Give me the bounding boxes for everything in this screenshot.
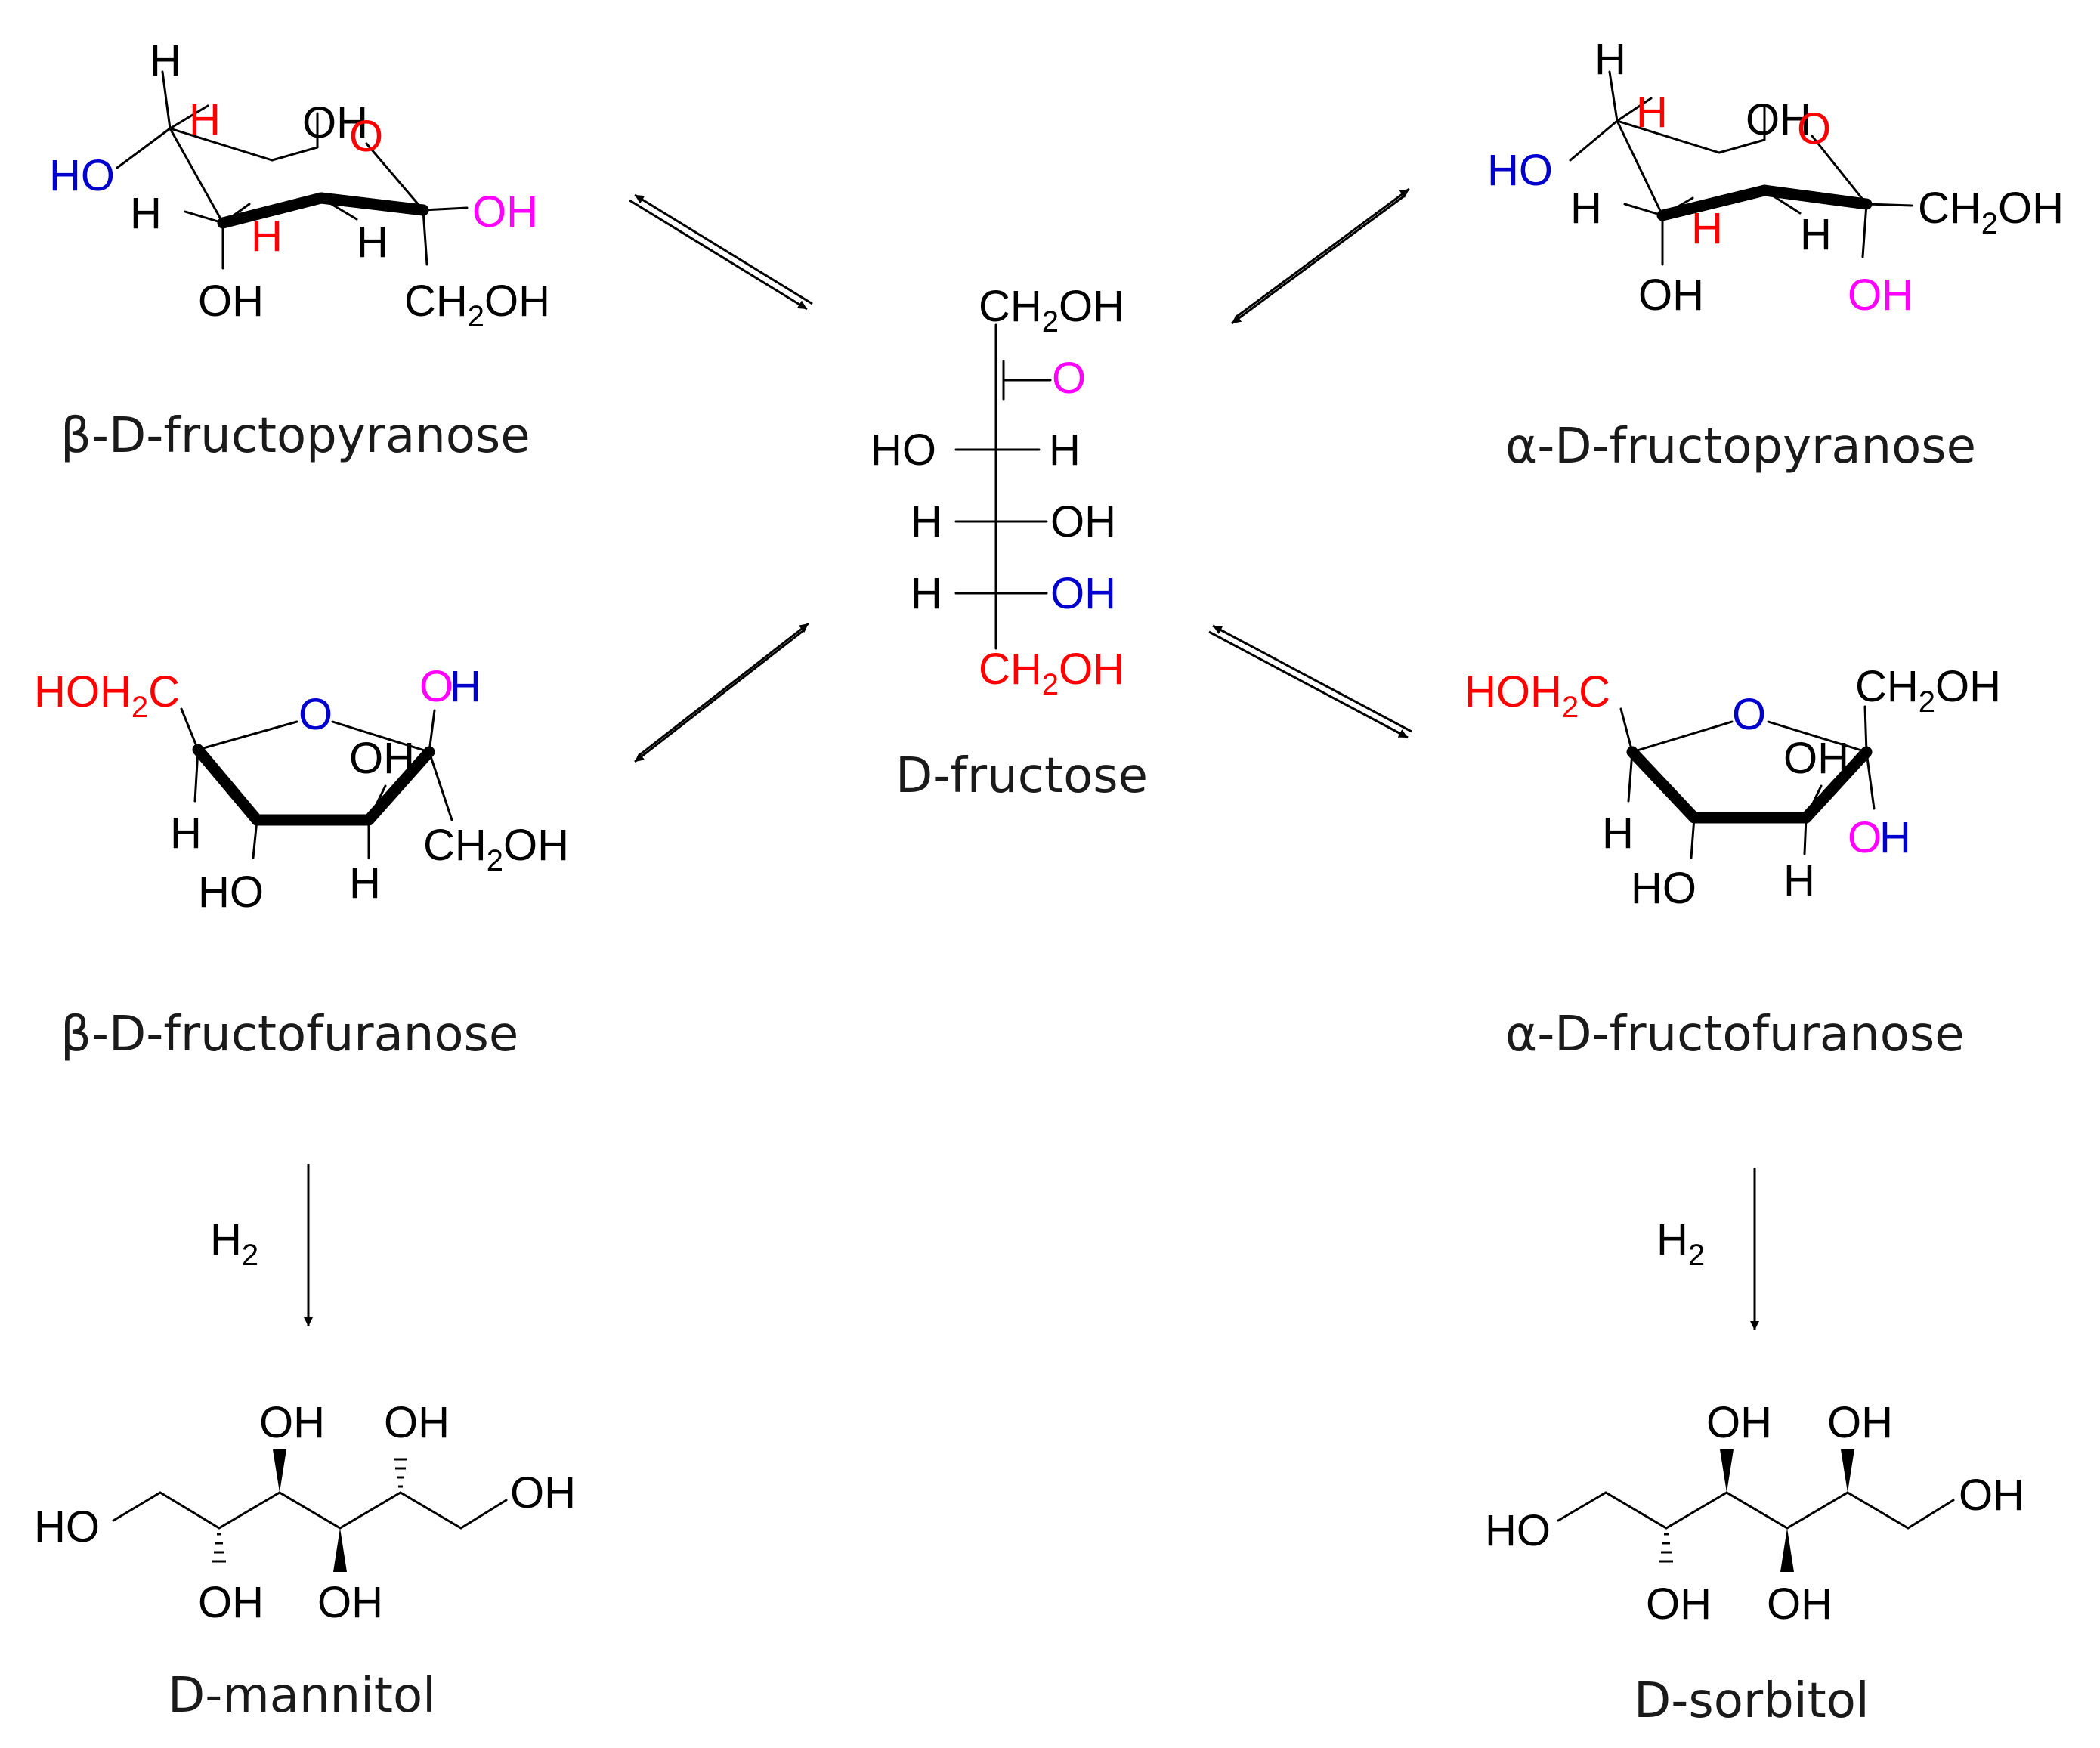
ch2oh-group: CH2OH xyxy=(1855,662,2001,719)
atom-h: H xyxy=(1602,809,1634,858)
atom-oh: OH xyxy=(510,1468,576,1518)
ring-oxygen: O xyxy=(298,690,332,739)
ch2oh-group: CH2OH xyxy=(423,821,569,877)
equilibrium-arrow xyxy=(1231,187,1410,325)
anomeric-oh-h: H xyxy=(1879,813,1911,862)
anomeric-oh: OH xyxy=(472,187,538,237)
atom-ho: HO xyxy=(34,1502,100,1552)
atom-ho: HO xyxy=(49,151,115,200)
atom-oh: OH xyxy=(1646,1579,1712,1629)
atom-oh: OH xyxy=(198,1578,264,1627)
anomeric-oh-o: O xyxy=(419,662,453,711)
atom-oh: OH xyxy=(198,277,264,326)
hash-bond xyxy=(212,1533,226,1563)
wedge-bond xyxy=(273,1449,286,1493)
atom-h: H xyxy=(1783,856,1815,905)
atom-oh: OH xyxy=(1050,569,1116,618)
atom-ho: HO xyxy=(871,425,936,475)
hoh2c-group: HOH2C xyxy=(1464,667,1610,724)
hydrogenation-arrow: H2 xyxy=(210,1164,313,1326)
wedge-bond xyxy=(333,1528,347,1572)
compound-name: α-D-fructofuranose xyxy=(1505,1007,1965,1063)
atom-oh: OH xyxy=(1746,95,1811,144)
atom-h: H xyxy=(251,212,283,261)
ch2oh-group: CH2OH xyxy=(404,277,550,333)
wedge-bond xyxy=(1780,1528,1794,1572)
atom-oh: OH xyxy=(1050,497,1116,546)
atom-h: H xyxy=(150,36,181,85)
atom-h: H xyxy=(130,189,162,238)
alpha-fructofuranose-structure: HOH2C O CH2OH OH H O H HO H xyxy=(1464,662,2001,913)
ch2oh-group: CH2OH xyxy=(1918,184,2064,240)
pyranose-ring xyxy=(116,70,469,270)
equilibrium-arrow xyxy=(629,193,813,311)
equilibrium-arrow xyxy=(1208,624,1412,739)
atom-h: H xyxy=(189,95,221,144)
hash-bond xyxy=(394,1458,407,1488)
h2-reagent: H2 xyxy=(210,1215,258,1272)
atom-oh: OH xyxy=(1783,734,1849,783)
atom-oh: OH xyxy=(259,1398,325,1447)
atom-oh: OH xyxy=(384,1398,450,1447)
compound-name: D-sorbitol xyxy=(1634,1673,1870,1729)
anomeric-oh-o: O xyxy=(1848,813,1882,862)
pyranose-ring xyxy=(1569,70,1913,266)
compound-name: D-mannitol xyxy=(168,1668,436,1724)
atom-h: H xyxy=(357,218,388,267)
atom-oh: OH xyxy=(349,734,415,783)
atom-oh: OH xyxy=(1638,271,1704,320)
anomeric-oh-h: H xyxy=(450,662,481,711)
atom-h: H xyxy=(1636,88,1668,137)
beta-fructofuranose-structure: HOH2C O O H OH H HO H CH2OH xyxy=(34,662,569,917)
atom-h: H xyxy=(1800,210,1832,259)
atom-oh: OH xyxy=(1706,1398,1772,1447)
atom-ho: HO xyxy=(198,868,264,917)
furanose-ring xyxy=(1619,705,1876,859)
atom-h: H xyxy=(1691,204,1723,253)
ch2oh-group: CH2OH xyxy=(979,645,1124,701)
atom-h: H xyxy=(1049,425,1081,475)
atom-ho: HO xyxy=(1631,864,1696,913)
hash-bond xyxy=(1659,1533,1673,1563)
equilibrium-arrow xyxy=(634,622,809,763)
wedge-bond xyxy=(1841,1449,1854,1493)
mannitol-structure: HO OH OH OH OH OH xyxy=(34,1398,576,1627)
atom-ho: HO xyxy=(1485,1506,1551,1555)
atom-h: H xyxy=(911,497,942,546)
anomeric-oh: OH xyxy=(1848,271,1913,320)
atom-ho: HO xyxy=(1487,146,1553,195)
atom-h: H xyxy=(349,859,381,908)
atom-h: H xyxy=(170,809,202,858)
hoh2c-group: HOH2C xyxy=(34,667,180,724)
sorbitol-structure: HO OH OH OH OH OH xyxy=(1485,1398,2024,1629)
fructose-fischer-structure: CH2OH O HO H H OH H OH CH2OH xyxy=(871,282,1124,701)
atom-oh: OH xyxy=(302,98,368,147)
carbonyl-oxygen: O xyxy=(1052,354,1086,403)
ch2oh-group: CH2OH xyxy=(979,282,1124,339)
compound-name: D-fructose xyxy=(895,748,1148,804)
atom-oh: OH xyxy=(1827,1398,1893,1447)
ring-oxygen: O xyxy=(1797,104,1831,153)
furanose-ring xyxy=(180,707,453,859)
compound-name: β-D-fructopyranose xyxy=(60,408,530,464)
beta-fructopyranose-structure: H H OH O HO H H H OH OH CH2OH xyxy=(49,36,550,333)
atom-h: H xyxy=(911,569,942,618)
ring-oxygen: O xyxy=(1732,690,1766,739)
compound-name: β-D-fructofuranose xyxy=(60,1007,518,1063)
atom-h: H xyxy=(1570,184,1602,233)
compound-name: α-D-fructopyranose xyxy=(1505,419,1976,475)
ring-oxygen: O xyxy=(349,112,383,161)
h2-reagent: H2 xyxy=(1656,1215,1705,1272)
atom-h: H xyxy=(1594,35,1626,84)
atom-oh: OH xyxy=(317,1578,383,1627)
atom-oh: OH xyxy=(1767,1579,1832,1629)
atom-oh: OH xyxy=(1959,1471,2024,1520)
alpha-fructopyranose-structure: H H OH O HO H H H CH2OH OH OH xyxy=(1487,35,2064,320)
wedge-bond xyxy=(1720,1449,1734,1493)
hydrogenation-arrow: H2 xyxy=(1656,1168,1759,1330)
